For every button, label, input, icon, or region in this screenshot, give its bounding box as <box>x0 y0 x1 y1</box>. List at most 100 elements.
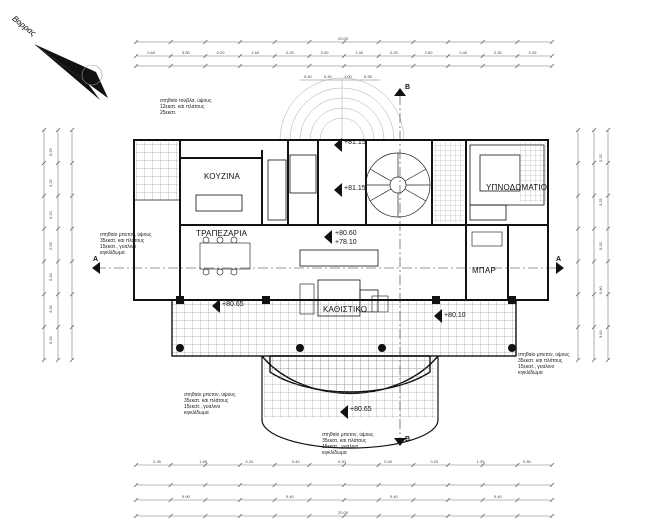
note-bottom-left: στηθαίο μπετον, ύψους 35εκατ. και πλάτου… <box>184 392 236 416</box>
dimension-tick <box>605 193 611 198</box>
dimension-tick <box>237 513 243 519</box>
section-lines <box>96 95 560 440</box>
dimension-tick <box>591 259 597 264</box>
section-label-b-top: B <box>405 84 411 91</box>
dimension-tick <box>376 513 381 519</box>
dimension-value: 0.25 <box>528 50 537 55</box>
dimension-tick <box>69 357 75 363</box>
dimension-tick <box>549 53 555 59</box>
bottom-dimension-lines <box>136 464 552 517</box>
section-label-b-bottom: B <box>405 436 411 443</box>
dimension-tick <box>55 292 61 297</box>
dimension-tick <box>55 193 61 198</box>
dimension-tick <box>411 63 416 69</box>
dimension-value: 0.20 <box>430 459 439 464</box>
dimension-value: 0.40 <box>320 50 329 55</box>
dimension-tick <box>341 482 347 488</box>
dimension-value: 0.20 <box>390 50 398 55</box>
dimension-value: 1.85 <box>199 459 208 464</box>
dimension-tick <box>411 482 416 488</box>
dimension-tick <box>69 160 75 166</box>
entry-arc-lines <box>279 77 405 141</box>
dimension-tick <box>376 63 381 69</box>
dimension-tick <box>133 497 139 503</box>
dimension-tick <box>591 226 597 231</box>
right-dimension-lines <box>577 130 609 360</box>
left-dimension-lines <box>43 130 73 360</box>
dimension-tick <box>237 497 243 503</box>
dimension-value: 0.20 <box>338 459 346 464</box>
dimension-tick <box>133 482 139 488</box>
dimension-tick <box>168 462 173 468</box>
dimension-tick <box>69 193 75 198</box>
dimension-value: 0.40 <box>324 74 332 79</box>
dimension-tick <box>55 259 61 264</box>
dimension-tick <box>237 482 243 488</box>
dimension-tick <box>203 462 208 468</box>
dimension-tick <box>55 127 61 133</box>
dimension-tick <box>341 53 347 59</box>
section-arrows <box>92 88 564 446</box>
dimension-tick <box>69 226 75 231</box>
dimension-tick <box>411 497 416 503</box>
dimension-value: 2.60 <box>424 50 433 55</box>
dimension-tick <box>55 226 61 231</box>
dimension-tick <box>445 497 451 503</box>
dimension-value: 0.40 <box>390 494 398 499</box>
dimension-tick <box>41 324 47 330</box>
dimension-tick <box>591 292 597 297</box>
dimension-tick <box>307 63 312 69</box>
dimension-tick <box>168 482 173 488</box>
dimension-tick <box>272 513 277 519</box>
dimension-tick <box>168 497 173 503</box>
dimension-value: 1.35 <box>476 459 485 464</box>
dimension-value: 5.80 <box>182 50 190 55</box>
dimension-tick <box>515 497 520 503</box>
dimension-tick <box>203 513 208 519</box>
room-label-kitchen: ΚΟΥΖΙΝΑ <box>204 172 241 181</box>
dimension-tick <box>445 462 451 468</box>
level-hall: +80.60 <box>335 230 357 237</box>
section-label-a-right: A <box>556 256 562 263</box>
dimension-value: 0.20 <box>216 50 225 55</box>
dim-top-total: 20.00 <box>338 36 349 41</box>
dimension-tick <box>591 324 597 330</box>
dimension-value: 1.00 <box>344 74 352 79</box>
dimension-tick <box>605 226 611 231</box>
dimension-tick <box>575 324 581 330</box>
dimension-tick <box>307 513 312 519</box>
dimension-tick <box>341 462 347 468</box>
tiled-area-right <box>520 142 546 202</box>
room-label-dining: ΤΡΑΠΕΖΑΡΙΑ <box>196 229 248 238</box>
dimension-tick <box>69 127 75 133</box>
dimension-tick <box>445 63 451 69</box>
dimension-tick <box>480 462 485 468</box>
dimension-tick <box>272 497 277 503</box>
dimension-tick <box>272 53 277 59</box>
level-terrace-bottom: +80.65 <box>350 406 372 413</box>
dimension-tick <box>237 63 243 69</box>
room-label-living: ΚΑΘΙΣΤΙΚΟ <box>323 305 368 314</box>
dimension-tick <box>376 482 381 488</box>
dimension-tick <box>605 259 611 264</box>
dimension-tick <box>307 462 312 468</box>
dimension-tick <box>41 127 47 133</box>
terrace <box>171 299 517 449</box>
level-terrace-left: +80.65 <box>222 301 244 308</box>
dimension-tick <box>575 193 581 198</box>
dimension-tick <box>69 292 75 297</box>
level-stair-top: +81.15 <box>344 139 366 146</box>
dimension-tick <box>341 39 347 45</box>
dimension-tick <box>55 324 61 330</box>
dimension-tick <box>605 357 611 363</box>
dimension-tick <box>411 39 416 45</box>
level-terrace-right: +80.10 <box>444 312 466 319</box>
dimension-tick <box>203 63 208 69</box>
dimension-tick <box>445 39 451 45</box>
dimension-tick <box>69 259 75 264</box>
dimension-tick <box>168 513 173 519</box>
dimension-tick <box>575 357 581 363</box>
dimension-tick <box>605 324 611 330</box>
dimension-value: 1.60 <box>251 50 260 55</box>
dimension-tick <box>203 39 208 45</box>
